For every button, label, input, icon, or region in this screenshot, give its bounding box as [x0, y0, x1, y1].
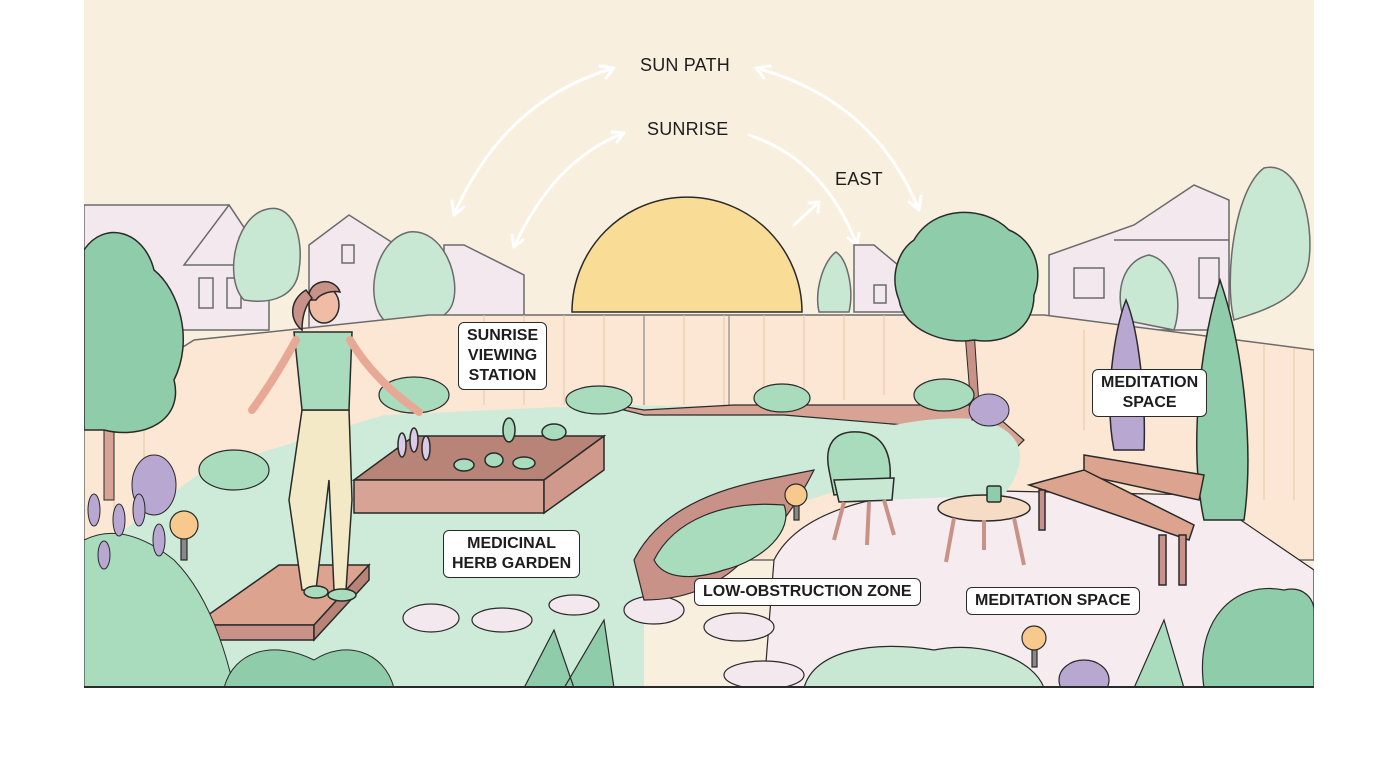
deck — [191, 563, 371, 642]
sun-path-arrows — [450, 64, 923, 249]
raised-herb-bed — [351, 417, 607, 515]
green-cypress — [1196, 277, 1249, 521]
central-foliage — [523, 469, 1045, 688]
patio-furniture — [827, 431, 1205, 586]
front-right-shrubs — [1058, 588, 1314, 688]
rising-sun — [571, 196, 803, 313]
stepping-stones — [402, 594, 805, 688]
callout-medicinal-herb-garden: MEDICINAL HERB GARDEN — [443, 530, 581, 578]
callout-meditation-space-bottom: MEDITATION SPACE — [966, 587, 1140, 615]
garden-illustration: SUN PATH SUNRISE EAST SUNRISE VIEWING ST… — [84, 0, 1314, 688]
east-label: EAST — [835, 169, 883, 189]
woman-figure — [248, 281, 423, 602]
callout-low-obstruction-zone: LOW-OBSTRUCTION ZONE — [694, 578, 921, 606]
background-trees — [232, 166, 1311, 331]
right-tree — [894, 211, 1039, 421]
front-left-plants — [84, 493, 395, 688]
left-tree — [84, 231, 185, 501]
callout-sunrise-viewing-station: SUNRISE VIEWING STATION — [458, 322, 548, 390]
fence-shrubs — [198, 376, 975, 491]
callout-meditation-space-top: MEDITATION SPACE — [1092, 369, 1208, 417]
garden-lamps — [169, 483, 1047, 668]
sunrise-label: SUNRISE — [647, 119, 729, 139]
sun-path-label: SUN PATH — [640, 55, 730, 75]
